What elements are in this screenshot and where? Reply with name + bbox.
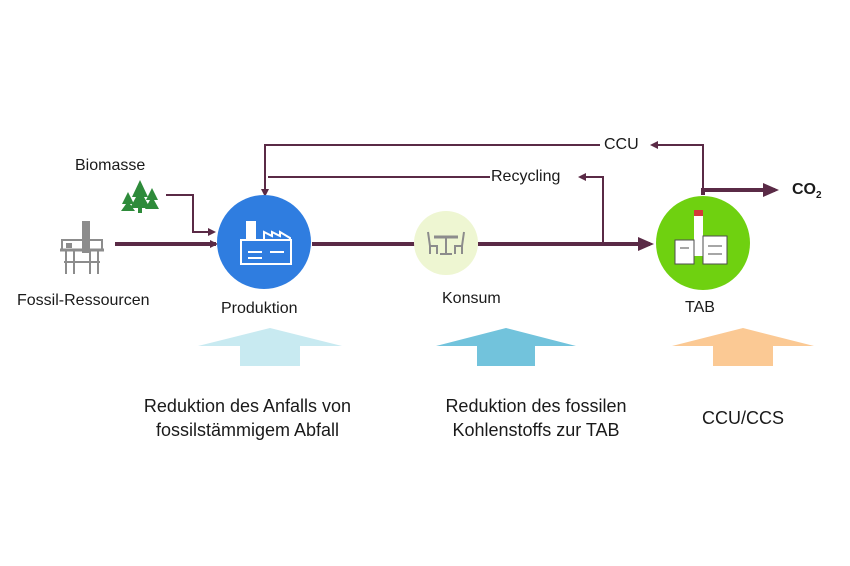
production-node [217,195,311,289]
reduction-arrow-right [672,328,814,366]
biomass-label: Biomasse [75,157,146,174]
ccu-return-line [261,144,600,197]
ccu-label: CCU [604,136,639,153]
caption-middle-line-2: Kohlenstoffs zur TAB [452,420,620,440]
caption-right: CCU/CCS [683,406,803,430]
fossil-resources-label: Fossil-Ressourcen [17,292,150,309]
caption-middle: Reduktion des fossilen Kohlenstoffs zur … [411,394,661,442]
oil-rig-icon [60,221,104,274]
table-chairs-icon [427,231,465,255]
tree-icon [121,180,159,213]
caption-middle-line-1: Reduktion des fossilen [445,396,627,416]
caption-right-line-1: CCU/CCS [701,408,784,428]
co2-subscript: 2 [816,190,822,202]
consumption-label: Konsum [442,290,501,307]
ccu-loop-line [650,141,704,195]
incinerator-plant-icon [674,210,728,265]
reduction-arrow-middle [436,328,576,366]
reduction-arrow-left [198,328,342,366]
recycling-label: Recycling [491,168,561,185]
co2-label: CO2 [792,181,822,201]
tab-label: TAB [685,299,715,316]
co2-main: CO [792,181,816,198]
factory-icon [240,221,292,265]
caption-left: Reduktion des Anfalls von fossilstämmige… [115,394,380,442]
caption-left-line-1: Reduktion des Anfalls von [143,396,352,416]
co2-output-arrow [701,183,779,197]
flow-biomass-to-production [166,194,216,236]
caption-left-line-2: fossilstämmigem Abfall [155,420,340,440]
production-label: Produktion [221,300,298,317]
recycling-up-line [578,173,604,244]
